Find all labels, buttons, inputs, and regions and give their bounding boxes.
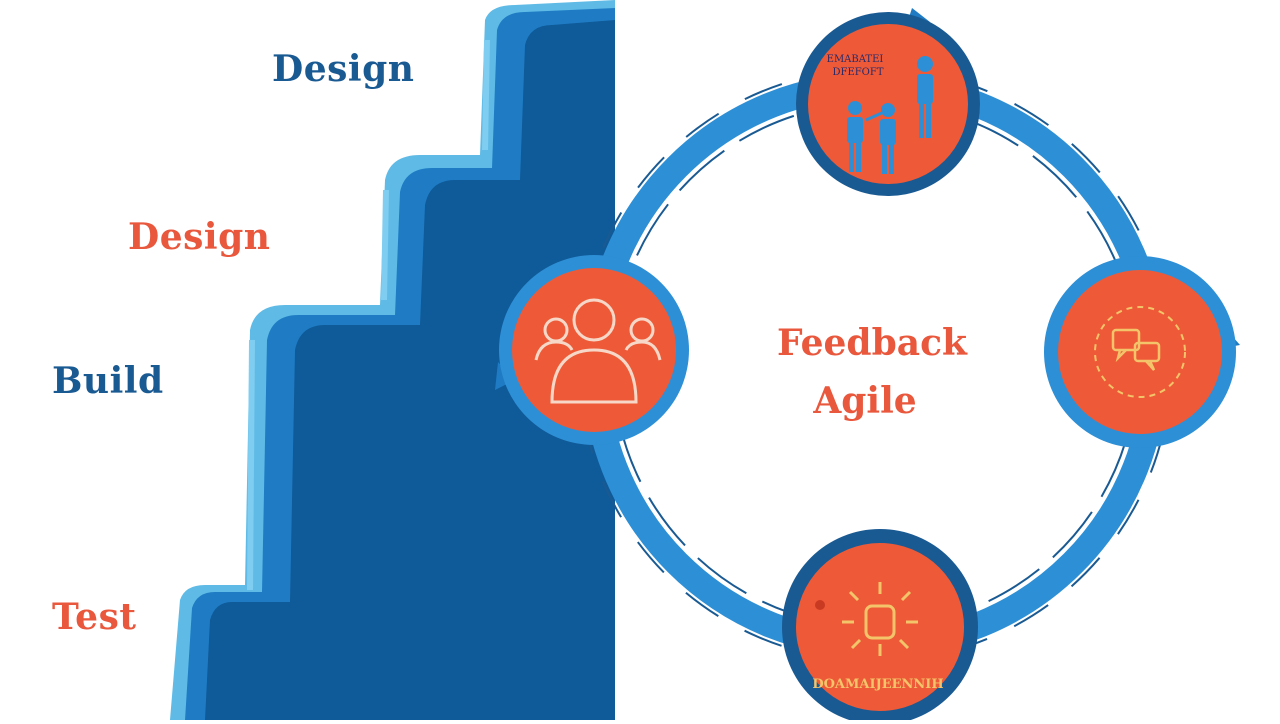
waterfall-label-design: Design (128, 216, 271, 258)
agile-center-feedback: Feedback (777, 322, 967, 364)
decorative-dot (815, 600, 825, 610)
agile-node-left (499, 255, 689, 445)
top-node-text-2: DFEFOFT (832, 67, 883, 78)
waterfall-label-test: Test (52, 596, 137, 638)
ridge-line (482, 39, 490, 151)
ridge-line (247, 339, 255, 591)
waterfall-staircase (170, 0, 615, 720)
idea-icon (842, 582, 918, 656)
agile-node-top: EMABATEI DFEFOFT (796, 12, 980, 196)
agile-node-bottom: DOAMAIJEENNIH (782, 529, 978, 724)
chat-icon (1111, 328, 1161, 371)
ridge-line (381, 189, 389, 301)
team-icon (847, 56, 933, 174)
chat-ring (1094, 306, 1186, 398)
top-node-text-1: EMABATEI (827, 54, 884, 65)
waterfall-label-build: Build (52, 360, 164, 402)
bottom-node-text: DOAMAIJEENNIH (812, 677, 943, 692)
agile-node-right (1044, 256, 1236, 448)
user-group-icon (534, 298, 662, 404)
agile-center-agile: Agile (813, 380, 917, 422)
waterfall-label-design-top: Design (272, 48, 415, 90)
staircase-front (205, 20, 615, 720)
